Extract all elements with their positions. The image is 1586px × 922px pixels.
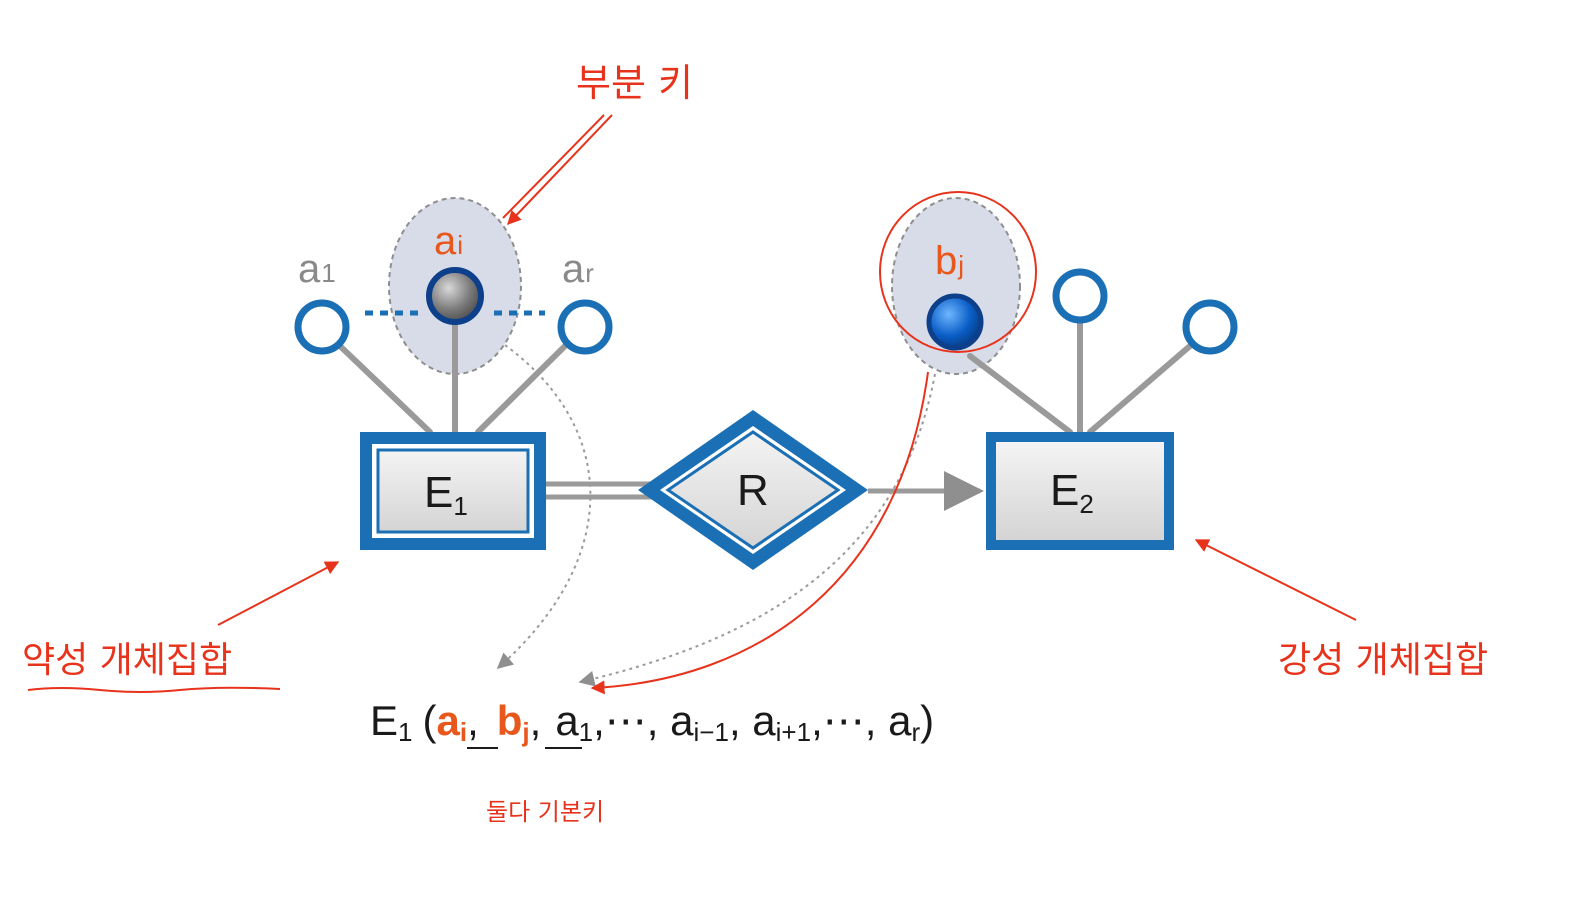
bj-to-formula-dotted-curve [578,373,936,687]
bj-to-formula-red-curve [590,371,929,695]
relation-schema-formula: E1(ai,bj,a1,⋯, ai−1, ai+1,⋯, ar) [370,697,934,747]
attribute-ar-circle[interactable] [557,299,613,355]
strong-entity-arrow [1194,539,1357,621]
e2-attribute-circle-top[interactable] [1052,268,1108,324]
e2-attribute-circle-right[interactable] [1182,299,1238,355]
partial-key-arrow [502,114,613,226]
weak-entity-arrow [217,561,340,626]
ai-to-formula-dotted-curve [496,344,592,670]
attribute-ai-label: ai [434,219,463,263]
both-primary-annotation: 둘다 기본키 [486,798,604,826]
strong-entity-annotation: 강성 개체집합 [1278,640,1488,681]
entity-e2[interactable]: E2 [986,432,1174,550]
bj-red-circle [879,191,1037,353]
attribute-a1-circle[interactable] [294,299,350,355]
attribute-ai-circle[interactable] [426,267,484,325]
partial-key-annotation: 부분 키 [576,61,693,105]
weak-entity-underline [27,686,281,693]
relationship-r-label: R [737,466,769,515]
attribute-bj-circle[interactable] [926,293,984,351]
entity-e2-label: E2 [1050,466,1094,519]
entity-e1-label: E1 [424,468,468,521]
weak-entity-annotation: 약성 개체집합 [22,640,232,681]
attribute-bj-label: bj [935,239,964,283]
attribute-ar-label: ar [562,247,594,291]
entity-e1[interactable]: E1 [360,432,546,550]
foreign-key-highlight [891,197,1021,375]
e2-attribute-lines [967,319,1193,435]
relationship-r[interactable]: R [638,410,868,570]
attribute-a1-label: a1 [298,247,336,291]
e1-r-double-line [546,481,660,500]
e1-attribute-lines [337,315,568,435]
